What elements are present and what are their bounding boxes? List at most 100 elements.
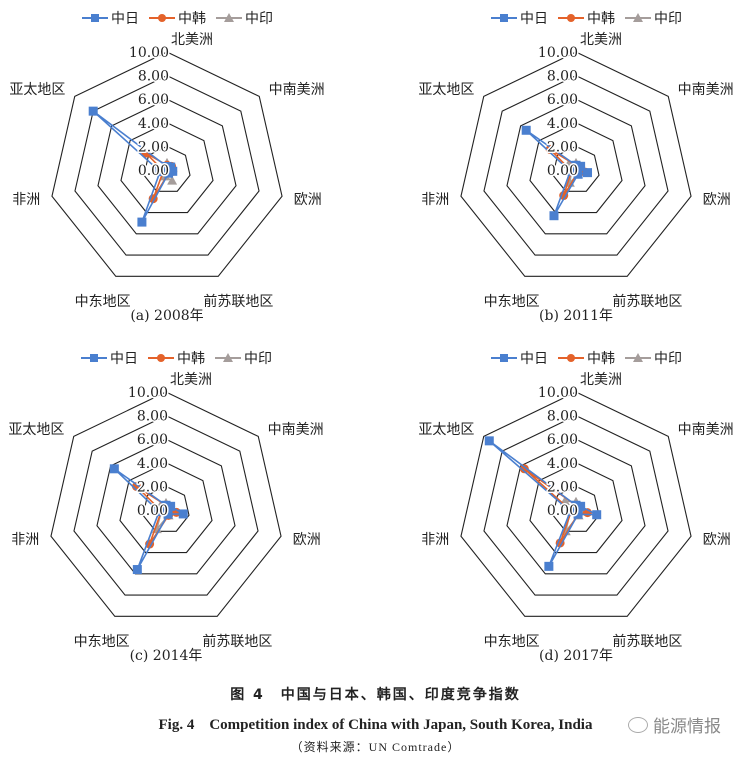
- grid-ring: [96, 438, 236, 575]
- axis-label: 非洲: [421, 532, 449, 548]
- legend-label: 中印: [245, 11, 273, 27]
- axis-label: 前苏联地区: [612, 293, 682, 310]
- radar-chart-3: 北美洲中南美洲欧洲前苏联地区中东地区非洲亚太地区0.002.004.006.00…: [418, 351, 733, 664]
- axis-label: 中南美洲: [268, 422, 324, 438]
- tick-label: 2.00: [547, 139, 578, 155]
- axis-label: 欧洲: [703, 192, 731, 208]
- chart-caption: (d) 2017年: [539, 648, 613, 664]
- data-point: [163, 509, 173, 519]
- legend-marker: [500, 354, 508, 362]
- grid-ring: [460, 391, 692, 617]
- tick-label: 0.00: [547, 503, 578, 519]
- grid-ring: [73, 414, 259, 596]
- axis-label: 前苏联地区: [202, 633, 272, 650]
- grid-ring: [143, 145, 191, 192]
- legend-label: 中日: [111, 11, 139, 27]
- axis-label: 非洲: [11, 532, 39, 548]
- grid-ring: [529, 462, 623, 554]
- legend-label: 中韩: [178, 11, 206, 27]
- figure-title-cn: 图 4 中国与日本、韩国、印度竞争指数: [230, 687, 521, 703]
- axis-label: 中南美洲: [678, 82, 734, 98]
- radar-chart-1: 北美洲中南美洲欧洲前苏联地区中东地区非洲亚太地区0.002.004.006.00…: [418, 11, 733, 324]
- tick-label: 10.00: [129, 45, 169, 61]
- tick-label: 2.00: [137, 479, 168, 495]
- axis-label: 中南美洲: [269, 82, 325, 98]
- grid-ring: [506, 438, 646, 575]
- data-point: [132, 565, 142, 575]
- legend-marker: [157, 354, 165, 362]
- radar-chart-0: 北美洲中南美洲欧洲前苏联地区中东地区非洲亚太地区0.002.004.006.00…: [9, 11, 324, 324]
- tick-label: 2.00: [138, 139, 169, 155]
- legend-label: 中日: [520, 11, 548, 27]
- legend-label: 中日: [110, 351, 138, 367]
- radar-charts: 北美洲中南美洲欧洲前苏联地区中东地区非洲亚太地区0.002.004.006.00…: [8, 11, 733, 664]
- axis-label: 中东地区: [75, 294, 131, 310]
- axis-label: 前苏联地区: [612, 633, 682, 650]
- data-point: [141, 148, 151, 158]
- data-point: [544, 561, 554, 571]
- axis-label: 亚太地区: [9, 82, 65, 98]
- legend-marker: [633, 13, 643, 22]
- legend-label: 中印: [654, 11, 682, 27]
- legend-marker: [567, 14, 575, 22]
- legend-marker: [567, 354, 575, 362]
- tick-label: 10.00: [538, 45, 578, 61]
- axis-label: 中东地区: [74, 634, 130, 650]
- legend-label: 中韩: [587, 11, 615, 27]
- radar-chart-2: 北美洲中南美洲欧洲前苏联地区中东地区非洲亚太地区0.002.004.006.00…: [8, 351, 323, 664]
- data-point: [155, 167, 165, 177]
- tick-label: 4.00: [137, 456, 168, 472]
- data-point: [521, 125, 531, 135]
- grid-ring: [50, 391, 282, 617]
- legend-label: 中韩: [587, 351, 615, 367]
- tick-label: 0.00: [138, 163, 169, 179]
- tick-label: 4.00: [547, 116, 578, 132]
- data-point: [576, 161, 586, 171]
- grid-ring: [51, 51, 283, 277]
- axis-label: 北美洲: [170, 372, 212, 388]
- tick-label: 6.00: [547, 92, 578, 108]
- tick-label: 8.00: [547, 409, 578, 425]
- axis-label: 北美洲: [580, 372, 622, 388]
- data-point: [583, 168, 593, 178]
- grid-ring: [460, 51, 692, 277]
- grid-ring: [529, 122, 623, 214]
- data-point: [88, 106, 98, 116]
- grid-ring: [483, 414, 669, 596]
- wechat-icon: [628, 716, 648, 733]
- data-point: [573, 169, 583, 179]
- tick-label: 6.00: [138, 92, 169, 108]
- tick-label: 10.00: [128, 385, 168, 401]
- data-point: [164, 168, 174, 178]
- data-point: [545, 144, 555, 154]
- axis-label: 北美洲: [580, 32, 622, 48]
- axis-label: 前苏联地区: [203, 293, 273, 310]
- data-point: [109, 464, 119, 474]
- data-point: [576, 501, 586, 511]
- axis-label: 非洲: [421, 192, 449, 208]
- legend-marker: [158, 14, 166, 22]
- axis-label: 亚太地区: [418, 82, 474, 98]
- tick-label: 4.00: [138, 116, 169, 132]
- axis-label: 中南美洲: [678, 422, 734, 438]
- data-point: [571, 500, 581, 510]
- grid-ring: [506, 98, 646, 235]
- figure-title-en: Fig. 4 Competition index of China with J…: [158, 717, 593, 733]
- grid-ring: [97, 98, 237, 235]
- tick-label: 8.00: [547, 69, 578, 85]
- legend-label: 中印: [244, 351, 272, 367]
- legend-label: 中印: [654, 351, 682, 367]
- legend-marker: [500, 14, 508, 22]
- tick-label: 6.00: [547, 432, 578, 448]
- tick-label: 10.00: [538, 385, 578, 401]
- legend-label: 中韩: [177, 351, 205, 367]
- axis-label: 欧洲: [294, 192, 322, 208]
- tick-label: 0.00: [137, 503, 168, 519]
- data-point: [167, 175, 178, 185]
- data-point: [166, 501, 176, 511]
- axis-label: 北美洲: [171, 32, 213, 48]
- axis-label: 亚太地区: [8, 422, 64, 438]
- tick-label: 4.00: [547, 456, 578, 472]
- data-point: [565, 166, 575, 176]
- figure-source: （资料来源：UN Comtrade）: [290, 740, 461, 754]
